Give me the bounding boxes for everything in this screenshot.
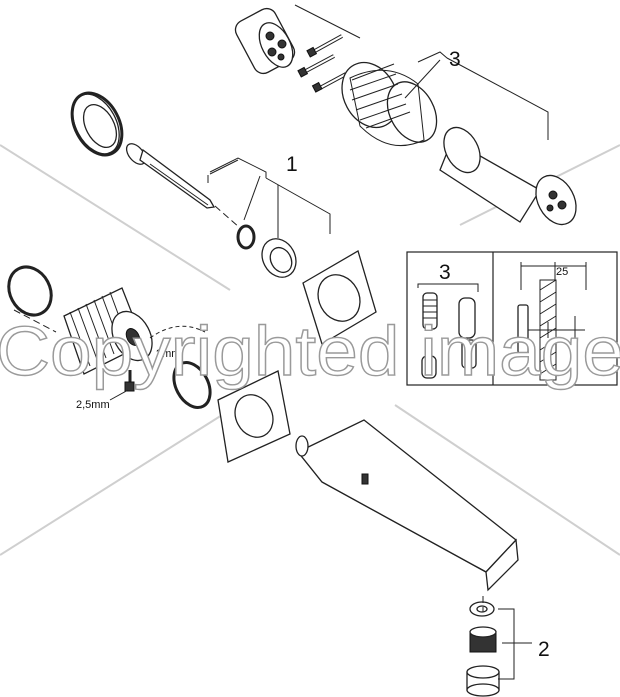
cartridge-set-3 [234, 4, 577, 226]
dimension-25: 25 [556, 266, 568, 278]
o-ring-small [236, 224, 256, 250]
aerator-insert [469, 626, 497, 653]
rosette-ring [70, 91, 124, 157]
callout-2: 2 [538, 638, 550, 661]
lever-handle [125, 143, 216, 209]
lever-set-1 [70, 91, 331, 278]
threaded-sleeve [63, 287, 153, 375]
adapter-ring [261, 238, 297, 278]
o-ring-left [7, 265, 53, 317]
watermark-lines [0, 144, 620, 556]
cartridge-housing [439, 126, 577, 226]
detail-wall-section [517, 262, 587, 381]
aerator-set-2 [466, 596, 532, 697]
fixing-screws [297, 34, 347, 93]
hex-key-small [124, 370, 135, 392]
aerator-housing [466, 665, 500, 697]
detail-cartridge-parts [417, 283, 479, 379]
cover-plate-upper [302, 250, 377, 345]
cartridge-head [234, 7, 296, 75]
callout-1: 1 [286, 153, 298, 176]
watermark-text: Copyrighted image [0, 312, 620, 390]
o-ring-right [172, 361, 212, 409]
dimension-2mm: 2mm [156, 348, 180, 360]
detail-callout-3: 3 [439, 261, 451, 284]
mounting-parts [7, 265, 212, 409]
spout [295, 419, 519, 592]
detail-box [406, 251, 618, 386]
ribbed-sleeve [341, 61, 438, 147]
cover-plate-lower [217, 370, 291, 463]
callout-3: 3 [449, 48, 461, 71]
dimension-2-5mm: 2,5mm [76, 399, 110, 411]
